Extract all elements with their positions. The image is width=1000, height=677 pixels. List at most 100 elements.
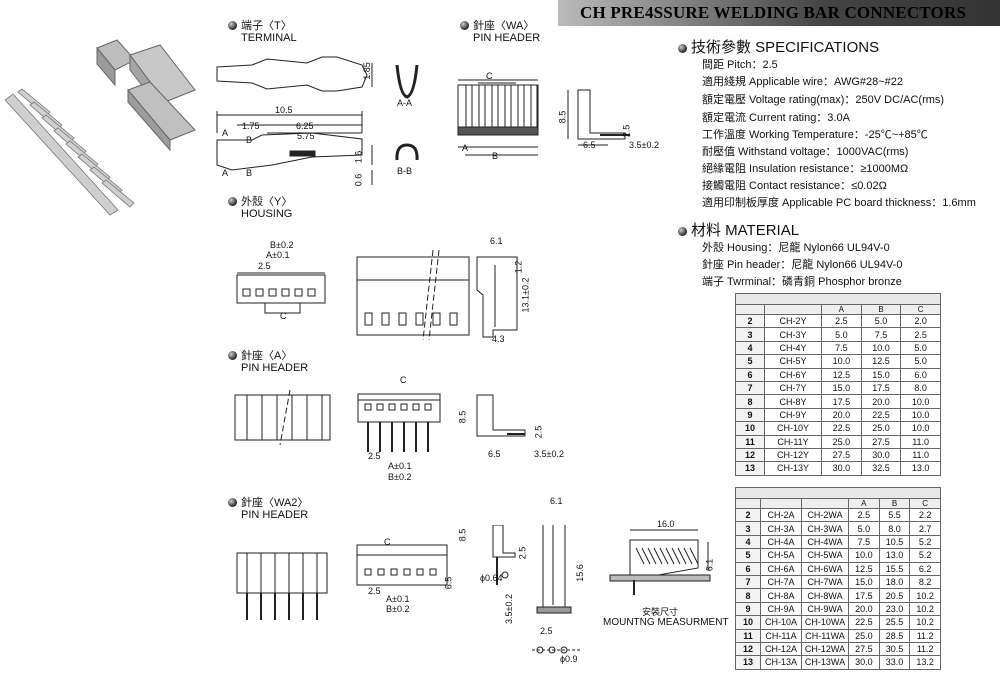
table-cell: 10.5 [878,534,911,550]
dim-label: 2.5 [368,451,381,461]
table-cell: 8.0 [878,521,911,536]
table-cell: CH-5WA [801,548,849,563]
table-cell: CH-13A [760,655,802,670]
dim-label: 2.5 [368,586,381,596]
table-cell: 2 [735,507,761,523]
table-blank-row [735,487,941,499]
table-cell: 8.2 [909,574,941,590]
table-cell: 10.2 [909,615,941,630]
hatch-line [665,547,675,565]
a-header-title: 針座〈A〉 PIN HEADER [228,350,308,374]
table-cell: 6.2 [909,561,941,576]
table-cell: 22.5 [860,407,902,423]
table-cell: CH-11Y [764,434,822,449]
page-title: CH PRE4SSURE WELDING BAR CONNECTORS [580,3,967,22]
table-cell: 11.2 [909,628,941,643]
table-cell: CH-3A [760,521,802,536]
contact-square [281,288,290,297]
hatch-line [671,547,681,565]
terminal-drawing [216,56,419,185]
table-cell: 20.0 [821,407,862,423]
housing-title-en: HOUSING [241,208,293,220]
mounting-label-en: MOUNTNG MEASURMENT [603,617,729,628]
contact-square [255,288,264,297]
terminal-strip-illustration [4,88,135,216]
table-cell: 6.0 [900,367,941,382]
table-cell: 11 [735,434,765,449]
housing-drawing [236,249,518,341]
bullet-icon [228,351,237,360]
table-cell: 17.5 [860,380,902,396]
a-header-title-cn: 針座〈A〉 [241,350,293,362]
table-header [735,498,761,509]
table-cell: 15.0 [860,367,902,382]
table-cell: CH-13Y [764,461,822,476]
dim-label: 0.6 [353,173,364,187]
contact-square [377,568,385,576]
table-cell: 10.2 [909,588,941,603]
dim-label: 6.1 [704,558,715,572]
dim-label: B [246,135,253,145]
pin-header-illustration [127,81,196,152]
spec-line: 接觸電阻 Contact resistance：≤0.02Ω [702,180,887,192]
pin-square [412,403,420,411]
bullet-icon [228,197,237,206]
dim-label: 3.5±0.2 [503,594,514,624]
dim-label: 2.5 [621,124,632,138]
spec-line: 適用印制板厚度 Applicable PC board thickness：1.… [702,197,976,209]
contact-square [268,288,277,297]
table-cell: 27.5 [848,641,880,657]
housing-slot [398,312,407,326]
table-cell: 3 [735,521,761,536]
table-cell: 5.0 [821,327,862,342]
table-cell: CH-9WA [801,601,849,617]
mounting-label-cn: 安裝尺寸 [642,607,679,617]
dim-label: 16.0 [657,519,675,529]
table-cell: 25.0 [848,628,880,643]
table-cell: 20.0 [860,394,902,409]
table-cell: 10 [735,615,761,630]
dim-label: 8.5 [457,528,468,542]
dim-label: 1.2 [513,260,524,274]
table-cell: 7 [735,574,761,590]
table-header [764,304,822,315]
dim-label: B±0.2 [388,472,412,482]
table-cell: 13 [735,461,765,476]
dim-label: 6.1 [550,496,563,506]
table-cell: CH-2A [760,507,802,523]
table-cell: 10 [735,421,765,436]
dim-label: 6.25 [296,121,314,131]
table-cell: 2.5 [900,327,941,342]
table-cell: 2.2 [909,507,941,523]
dim-label: 13.1±0.2 [520,277,531,313]
table-cell: 5.2 [909,534,941,550]
table-cell: CH-3Y [764,327,822,342]
table-cell: 11.0 [900,434,941,449]
table-cell: CH-4Y [764,340,822,356]
table-cell: CH-13WA [801,655,849,670]
wa-pin-header-drawing [457,79,630,156]
mounting-drawing [609,529,711,595]
dim-label: 8.5 [557,110,568,124]
table-cell: 4 [735,534,761,550]
dim-label: B [246,168,253,178]
dim-label: C [384,537,391,547]
table-cell: CH-2Y [764,313,822,329]
spec-line: 耐壓值 Withstand voltage：1000VAC(rms) [702,146,909,158]
specifications-heading: 技術參數 SPECIFICATIONS [678,36,879,57]
table-cell: CH-4WA [801,534,849,550]
table-cell: 2.0 [900,313,941,329]
table-cell: 2 [735,313,765,329]
table-cell: 23.0 [878,601,911,617]
table-blank-row [735,293,941,305]
table-cell: 7.5 [860,327,902,342]
table-cell: 10.0 [900,394,941,409]
